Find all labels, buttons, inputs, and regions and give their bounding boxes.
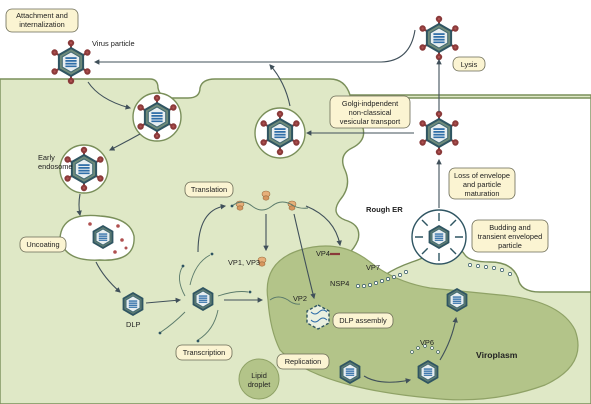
label-virus-particle: Virus particle [92, 39, 135, 48]
svg-text:internalization: internalization [19, 20, 65, 29]
arrow-to-translation [197, 203, 227, 253]
double-layered-particle-icon [124, 293, 143, 315]
label-viroplasm: Viroplasm [476, 350, 518, 360]
arrow-replication-to-vp6 [363, 375, 412, 384]
label-dlp: DLP [126, 320, 140, 329]
dlp-assembly-particle-icon [306, 304, 330, 330]
svg-text:maturation: maturation [465, 189, 500, 198]
arrow-to-vp4 [305, 205, 342, 247]
ribosome-icon [261, 190, 271, 201]
label-uncoating: Uncoating [19, 236, 67, 253]
svg-text:Lysis: Lysis [461, 60, 478, 69]
arrow-to-endosome-1 [87, 81, 132, 110]
label-replication: Replication [276, 353, 330, 370]
label-lysis: Lysis [452, 56, 486, 72]
label-lipid-droplet: Lipid [251, 371, 267, 380]
label-early-endosome: Early [38, 153, 55, 162]
ribosome-icon [287, 200, 297, 211]
label-rough-er: Rough ER [366, 205, 403, 214]
transcription-particle-icon [194, 288, 213, 310]
label-vp1-vp3: VP1, VP3 [228, 258, 260, 267]
svg-text:Uncoating: Uncoating [26, 240, 59, 249]
label-early-endosome-2: endosome [38, 162, 73, 171]
arrow-to-dlp-assembly [293, 213, 316, 300]
svg-text:Golgi-indpendent: Golgi-indpendent [342, 99, 398, 108]
arrow-golgi-up [269, 64, 291, 107]
svg-text:Budding and: Budding and [489, 223, 531, 232]
label-vp4: VP4 [316, 249, 330, 258]
arrow-dlp-to-transcription [145, 297, 182, 304]
double-layered-particle-icon [448, 289, 467, 311]
label-loss-envelope: Loss of envelope and particle maturation [448, 167, 516, 200]
mrna-strand-icon [160, 201, 309, 341]
label-vp2: VP2 [293, 294, 307, 303]
svg-text:Replication: Replication [285, 357, 322, 366]
virus-particle-icon [52, 41, 89, 83]
arrow-vp6-to-budding [439, 316, 458, 361]
svg-text:Translation: Translation [191, 185, 227, 194]
svg-text:DLP assembly: DLP assembly [339, 316, 387, 325]
label-dlp-assembly: DLP assembly [332, 312, 394, 329]
label-attachment: Attachment and internalization [5, 8, 79, 33]
viroplasm-region [266, 245, 579, 401]
arrow-release-to-virus-particle [93, 29, 416, 65]
arrow-to-uncoating [76, 193, 82, 217]
budding-particle-icon [411, 209, 467, 265]
svg-text:non-classical: non-classical [349, 108, 392, 117]
svg-text:Attachment and: Attachment and [16, 11, 68, 20]
svg-text:transient enveloped: transient enveloped [478, 232, 543, 241]
label-golgi: Golgi-indpendent non-classical vesicular… [329, 95, 411, 129]
double-layered-particle-icon [341, 361, 360, 383]
arrow-to-early-endosome [109, 133, 141, 151]
svg-text:particle: particle [498, 241, 522, 250]
label-vp6: VP6 [420, 338, 434, 347]
svg-text:Transcription: Transcription [183, 348, 225, 357]
label-lipid-droplet-2: droplet [248, 380, 271, 389]
label-budding: Budding and transient enveloped particle [471, 219, 549, 253]
label-nsp4: NSP4 [330, 279, 349, 288]
label-translation: Translation [184, 181, 234, 198]
virus-particle-icon [420, 17, 457, 59]
vp6-particle-icon [410, 344, 440, 383]
arrow-to-dlp [95, 261, 121, 293]
er-membrane-nsp4 [356, 263, 512, 288]
svg-text:vesicular transport: vesicular transport [340, 117, 400, 126]
svg-text:Loss of envelope: Loss of envelope [454, 171, 510, 180]
lipid-droplet [238, 358, 280, 400]
uncoating-particle-icon [88, 222, 128, 254]
label-vp7: VP7 [366, 263, 380, 272]
label-transcription: Transcription [175, 344, 233, 361]
svg-text:and particle: and particle [463, 180, 501, 189]
